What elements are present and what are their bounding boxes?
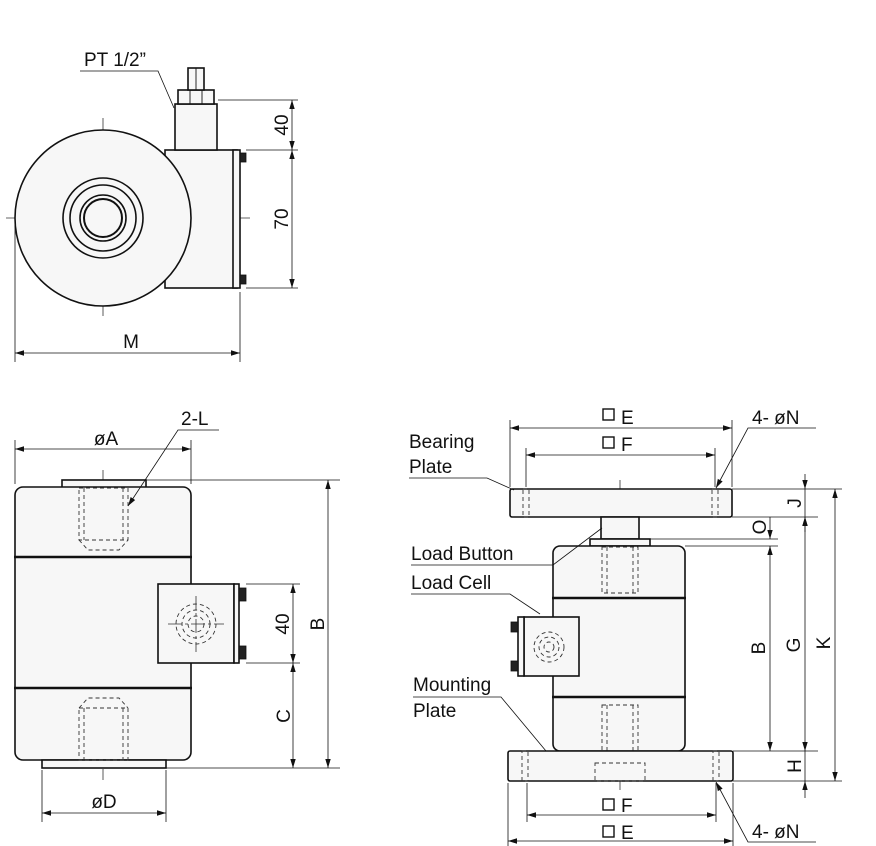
dim-k: K [814,636,835,649]
dim-j: J [785,498,806,508]
dim-e-top: E [621,408,634,429]
top-view: PT 1/2” 40 70 M [6,50,298,362]
dim-o: O [750,520,771,535]
dim-g: G [784,638,805,653]
label-bearing-plate-line2: Plate [409,457,452,478]
front-view: øA 2-L 40 C B øD [14,409,340,822]
label-load-cell: Load Cell [411,573,491,594]
label-mounting-plate-line1: Mounting [413,675,491,696]
dim-connector-40: 40 [272,114,293,135]
thread-label: PT 1/2” [84,50,146,71]
dim-f-top: F [621,435,633,456]
dim-center-c: C [274,709,295,723]
dim-f-bottom: F [621,796,633,817]
dim-height-b: B [308,618,329,631]
dim-e-bottom: E [621,823,634,844]
dim-width-m: M [123,332,139,353]
assembly-view: E F 4- øN Bearing Plate Load Button Load… [409,408,842,846]
dim-front-connector-40: 40 [273,613,294,634]
dim-box-70: 70 [272,208,293,229]
dim-h: H [785,759,806,773]
label-bearing-plate-line1: Bearing [409,432,475,453]
label-mounting-plate-line2: Plate [413,701,456,722]
dim-diameter-a: øA [94,429,119,450]
dim-b: B [749,642,770,655]
dim-diameter-d: øD [91,792,116,813]
dim-holes-2l: 2-L [181,409,208,430]
label-load-button: Load Button [411,544,513,565]
dim-holes-bottom: 4- øN [752,822,800,843]
dim-holes-top: 4- øN [752,408,800,429]
